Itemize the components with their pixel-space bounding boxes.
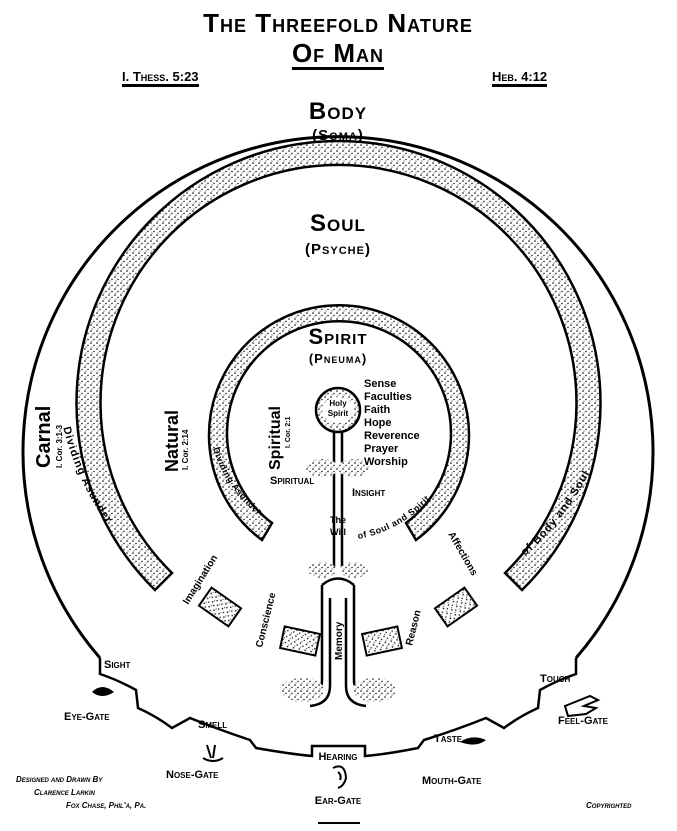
ear-icon [332, 765, 348, 789]
the-will-label-1: The [329, 515, 347, 525]
sight-label: Sight [104, 659, 131, 671]
reason-block [360, 625, 404, 657]
credit-line-1: Designed and Drawn By [16, 775, 103, 784]
hearing-label: Hearing [318, 751, 358, 763]
soul-greek-label: (Psyche) [305, 241, 371, 258]
body-outer-circle [21, 135, 655, 659]
title-line-2: Of Man [291, 38, 385, 70]
faculty-hope: Hope [364, 417, 392, 429]
memory-label: Memory [334, 621, 345, 660]
spiritual-label: Spiritual [267, 406, 284, 470]
ear-gate-label: Ear-Gate [314, 795, 362, 807]
holy-spirit-label-1: Holy [329, 399, 347, 408]
mouth-gate-label: Mouth-Gate [422, 775, 482, 787]
spirit-root-left [306, 459, 338, 477]
spirit-faculties-list: Sense Faculties Faith Hope Reverence Pra… [364, 378, 499, 469]
mouth-icon [460, 737, 486, 745]
spirit-root-right [338, 459, 370, 477]
faculty-prayer: Prayer [364, 443, 399, 455]
will-root-left [308, 562, 336, 578]
taste-label: Taste [434, 733, 463, 745]
reason-label: Reason [404, 609, 423, 647]
credit-line-2: Clarence Larkin [34, 788, 95, 797]
hand-icon [563, 694, 601, 718]
ref-left: I. Thess. 5:23 [122, 70, 199, 87]
memory-root-left [280, 678, 324, 702]
faculty-faculties: Faculties [364, 391, 412, 403]
eye-gate-label: Eye-Gate [64, 711, 110, 723]
eye-icon [92, 687, 114, 696]
soul-label: Soul [310, 210, 366, 237]
memory-root-right [352, 678, 396, 702]
conscience-label: Conscience [254, 591, 278, 649]
body-label: Body [308, 98, 368, 125]
ref-right: Heb. 4:12 [492, 70, 548, 87]
affections-label: Affections [445, 530, 479, 578]
will-root-right [340, 562, 368, 578]
soul-band [75, 139, 602, 592]
holy-spirit-label-bg [322, 397, 354, 423]
spiritual-ref: I. Cor. 2:1 [285, 416, 292, 448]
carnal-label: Carnal [33, 406, 55, 468]
the-will-label-2: Will [330, 527, 346, 537]
title-line-1: The Threefold Nature [203, 8, 473, 38]
faculty-worship: Worship [364, 456, 408, 468]
touch-label: Touch [540, 673, 571, 685]
natural-label: Natural [162, 410, 182, 472]
faculty-faith: Faith [364, 404, 391, 416]
natural-ref: I. Cor. 2:14 [181, 429, 190, 470]
feel-gate-label: Feel-Gate [558, 715, 608, 727]
spiritual-insight-label-2: Insight [352, 487, 386, 499]
nose-gate-label: Nose-Gate [166, 769, 219, 781]
spirit-greek-label: (Pneuma) [308, 351, 368, 366]
copyright-label: Copyrighted [586, 801, 632, 810]
holy-spirit-label-2: Spirit [327, 409, 349, 418]
faculty-sense: Sense [364, 378, 397, 390]
conscience-block [278, 625, 322, 657]
spirit-label: Spirit [308, 324, 368, 349]
will-stem [332, 432, 344, 570]
body-greek-label: (Soma) [312, 127, 364, 144]
nose-icon [202, 744, 224, 762]
credit-line-3: Fox Chase, Phil'a, Pa. [66, 801, 147, 810]
faculty-reverence: Reverence [364, 430, 420, 442]
smell-label: Smell [198, 719, 228, 731]
spirit-band [207, 304, 471, 542]
gates-outline [98, 658, 578, 758]
spiritual-insight-label-1: Spiritual [270, 475, 315, 487]
affections-block [433, 586, 479, 628]
imagination-block [197, 586, 243, 628]
carnal-ref: I. Cor. 3:1-3 [55, 424, 64, 468]
